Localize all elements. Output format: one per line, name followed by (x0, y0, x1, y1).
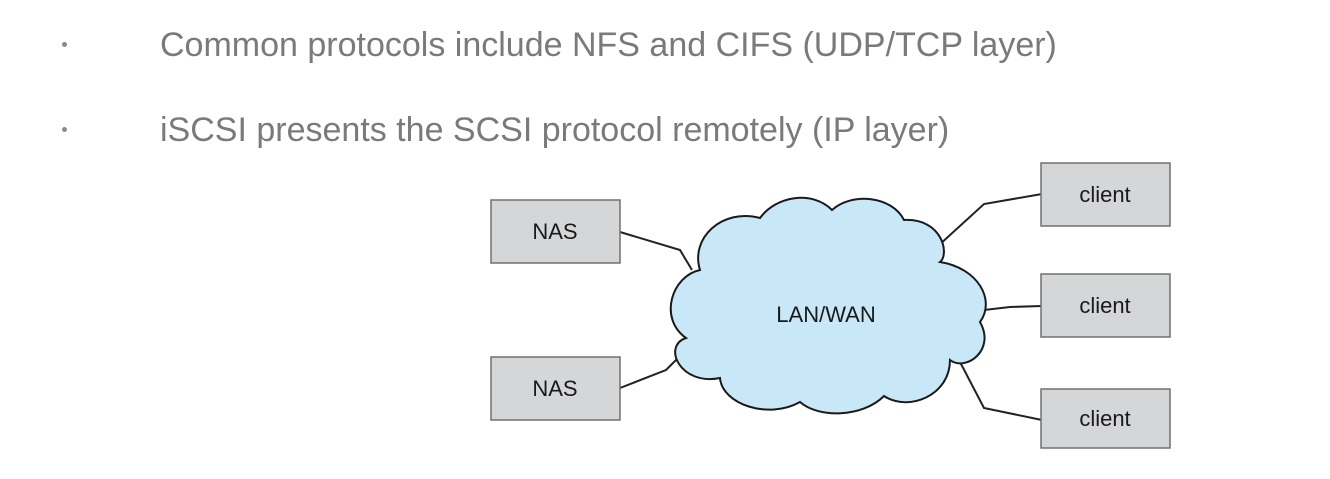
cloud-label: LAN/WAN (776, 302, 875, 327)
bullet-item-iscsi: iSCSI presents the SCSI protocol remotel… (0, 105, 1330, 155)
client-label: client (1079, 293, 1130, 318)
client-box-top: client (1040, 162, 1171, 227)
client-label: client (1079, 182, 1130, 207)
link-nas-bottom (619, 351, 685, 389)
nas-box-top: NAS (490, 199, 621, 264)
cloud-shape (669, 196, 987, 415)
client-box-middle: client (1040, 273, 1171, 338)
lan-wan-cloud: LAN/WAN (669, 196, 987, 415)
client-label: client (1079, 406, 1130, 431)
link-client-bottom (959, 361, 1043, 421)
bullet-text: Common protocols include NFS and CIFS (U… (160, 26, 1057, 64)
link-nas-top (619, 231, 693, 271)
bullet-dot (62, 42, 67, 47)
nas-label: NAS (532, 219, 577, 244)
client-box-bottom: client (1040, 388, 1171, 449)
bullet-text: iSCSI presents the SCSI protocol remotel… (160, 111, 950, 149)
link-client-middle (983, 305, 1043, 311)
bullet-item-protocols: Common protocols include NFS and CIFS (U… (0, 20, 1330, 70)
nas-box-bottom: NAS (490, 356, 621, 421)
bullet-dot (62, 127, 67, 132)
link-client-top (937, 193, 1043, 247)
nas-label: NAS (532, 376, 577, 401)
